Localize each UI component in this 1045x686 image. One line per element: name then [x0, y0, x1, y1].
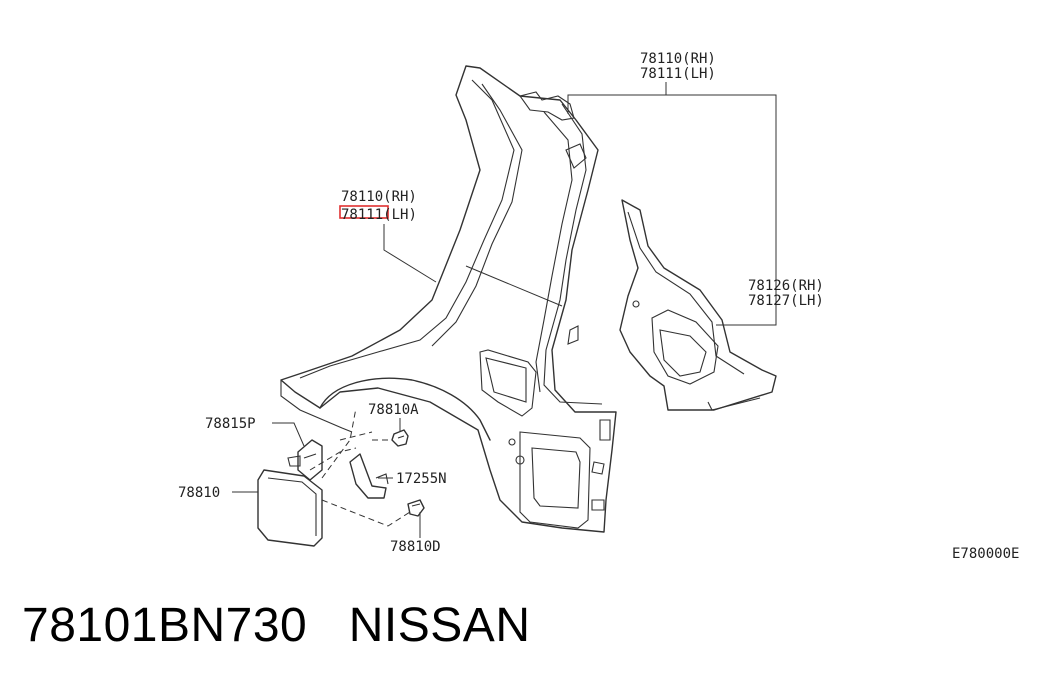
highlighted-part-number: 78111: [341, 207, 383, 223]
brand-name: NISSAN: [348, 599, 531, 652]
label-78111-lh-top: 78111(LH): [640, 66, 716, 82]
label-78110-rh-top: 78110(RH): [640, 51, 716, 67]
label-78111-lh-main: 78111(LH): [341, 207, 417, 223]
label-78127-lh: 78127(LH): [748, 293, 824, 309]
rear-fender-panel: [280, 65, 617, 533]
fender-extension-panel: [619, 199, 777, 411]
part-number: 78101BN730: [22, 599, 308, 652]
highlight-box: [339, 205, 389, 219]
callout-78110-78111-top-right: 78110(RH) 78111(LH): [640, 51, 716, 82]
label-17255n: 17255N: [396, 471, 447, 487]
bolt-a: [391, 429, 409, 447]
label-78810d: 78810D: [390, 539, 441, 555]
fuel-lid: [257, 469, 323, 547]
spring-bracket: [349, 453, 389, 499]
callout-78126-78127: 78126(RH) 78127(LH): [748, 278, 824, 309]
label-78815p: 78815P: [205, 416, 256, 432]
callout-78110-78111-main: 78110(RH) 78111(LH): [339, 189, 417, 223]
label-78810: 78810: [178, 485, 220, 501]
bolt-d: [407, 499, 425, 517]
leader-lines: [232, 82, 777, 538]
assembly-dashed-lines: [309, 407, 411, 527]
label-78810a: 78810A: [368, 402, 419, 418]
label-78110-rh-main: 78110(RH): [341, 189, 417, 205]
label-78126-rh: 78126(RH): [748, 278, 824, 294]
part-caption: 78101BN730 NISSAN: [22, 598, 530, 653]
diagram-code: E780000E: [952, 546, 1019, 562]
lid-bracket: [287, 439, 323, 481]
